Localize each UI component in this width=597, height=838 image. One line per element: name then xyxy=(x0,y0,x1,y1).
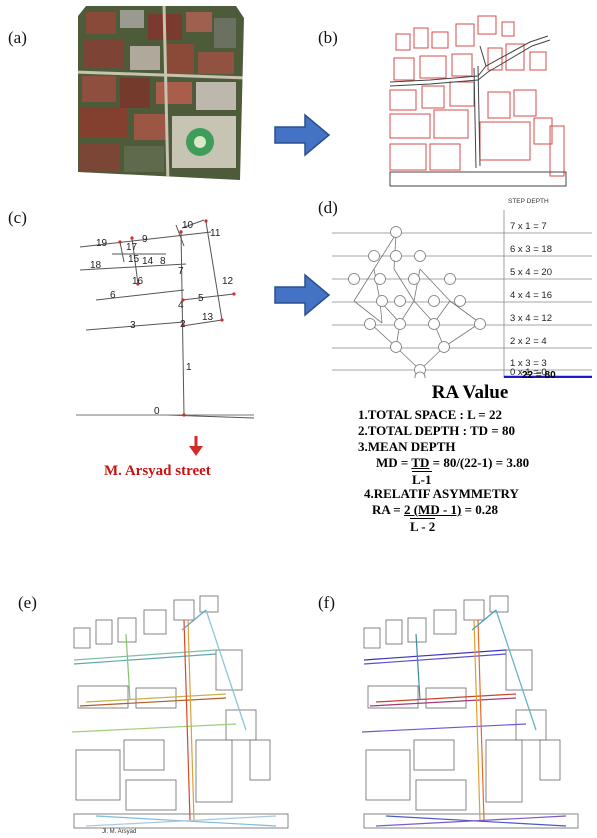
panel-label-f: (f) xyxy=(318,593,335,612)
step-row-4: 4 x 4 = 16 xyxy=(510,290,552,301)
axial-label-12: 12 xyxy=(222,276,234,287)
axial-label-15: 15 xyxy=(128,254,140,265)
ra-mean-depth-heading: 3.MEAN DEPTH xyxy=(358,439,456,454)
axial-label-1: 1 xyxy=(186,362,192,373)
integration-map-e: Jl. M. Arsyad xyxy=(71,595,289,835)
ra-asymmetry-denominator: L - 2 xyxy=(410,518,436,534)
axial-label-6: 6 xyxy=(110,290,116,301)
axial-label-5: 5 xyxy=(198,293,204,304)
axial-label-11: 11 xyxy=(210,228,221,239)
step-row-6: 6 x 3 = 18 xyxy=(510,244,552,255)
axial-label-7: 7 xyxy=(178,266,184,277)
ra-total-depth: 2.TOTAL DEPTH : TD = 80 xyxy=(358,423,515,438)
step-depth-header: STEP DEPTH xyxy=(508,198,549,205)
step-row-5: 5 x 4 = 20 xyxy=(510,267,552,278)
satellite-image xyxy=(78,6,244,180)
arrow-right-icon xyxy=(274,113,331,157)
ra-asymmetry-heading: 4.RELATIF ASYMMETRY xyxy=(364,486,519,501)
axial-label-17: 17 xyxy=(126,242,138,253)
panel-label-b: (b) xyxy=(318,28,338,47)
axial-label-9: 9 xyxy=(142,234,148,245)
axial-label-19: 19 xyxy=(96,238,108,249)
step-row-1: 1 x 3 = 3 xyxy=(510,358,547,369)
street-caption-e: Jl. M. Arsyad xyxy=(102,829,136,835)
step-row-0: 0 x 1 = 0 xyxy=(510,367,547,378)
step-row-2: 2 x 2 = 4 xyxy=(510,336,547,347)
step-row-7: 7 x 1 = 7 xyxy=(510,221,547,232)
axial-label-0: 0 xyxy=(154,406,160,417)
panel-label-a: (a) xyxy=(8,28,27,47)
ra-title: RA Value xyxy=(431,382,509,403)
axial-label-3: 3 xyxy=(130,320,136,331)
axial-label-18: 18 xyxy=(90,260,102,271)
axial-map: 0 1 2 3 4 5 6 7 8 9 10 11 12 13 14 15 16… xyxy=(76,219,255,419)
justified-graph: STEP DEPTH 7 x 1 = 7 6 x 3 xyxy=(332,198,592,378)
arrow-right-icon xyxy=(274,273,331,317)
street-label: M. Arsyad street xyxy=(104,463,211,479)
integration-map-f xyxy=(361,595,579,829)
axial-label-10: 10 xyxy=(182,220,194,231)
panel-label-e: (e) xyxy=(18,593,37,612)
ra-mean-depth-formula: MD = TD = 80/(22-1) = 3.80 xyxy=(376,455,530,470)
step-depth-total: 22 = 80 xyxy=(522,370,556,381)
panel-label-d: (d) xyxy=(318,198,338,217)
ra-asymmetry-formula: RA = 2 (MD - 1) = 0.28 xyxy=(372,502,499,517)
axial-label-16: 16 xyxy=(132,276,144,287)
axial-label-4: 4 xyxy=(178,300,184,311)
step-row-3: 3 x 4 = 12 xyxy=(510,313,552,324)
ra-total-space: 1.TOTAL SPACE : L = 22 xyxy=(358,407,502,422)
ra-mean-depth-denominator: L-1 xyxy=(412,471,432,487)
axial-label-14: 14 xyxy=(142,256,154,267)
building-outline-map xyxy=(389,15,567,187)
panel-label-c: (c) xyxy=(8,208,27,227)
axial-label-2: 2 xyxy=(180,319,186,330)
axial-label-8: 8 xyxy=(160,256,166,267)
down-arrow-icon xyxy=(189,436,203,456)
axial-label-13: 13 xyxy=(202,312,214,323)
